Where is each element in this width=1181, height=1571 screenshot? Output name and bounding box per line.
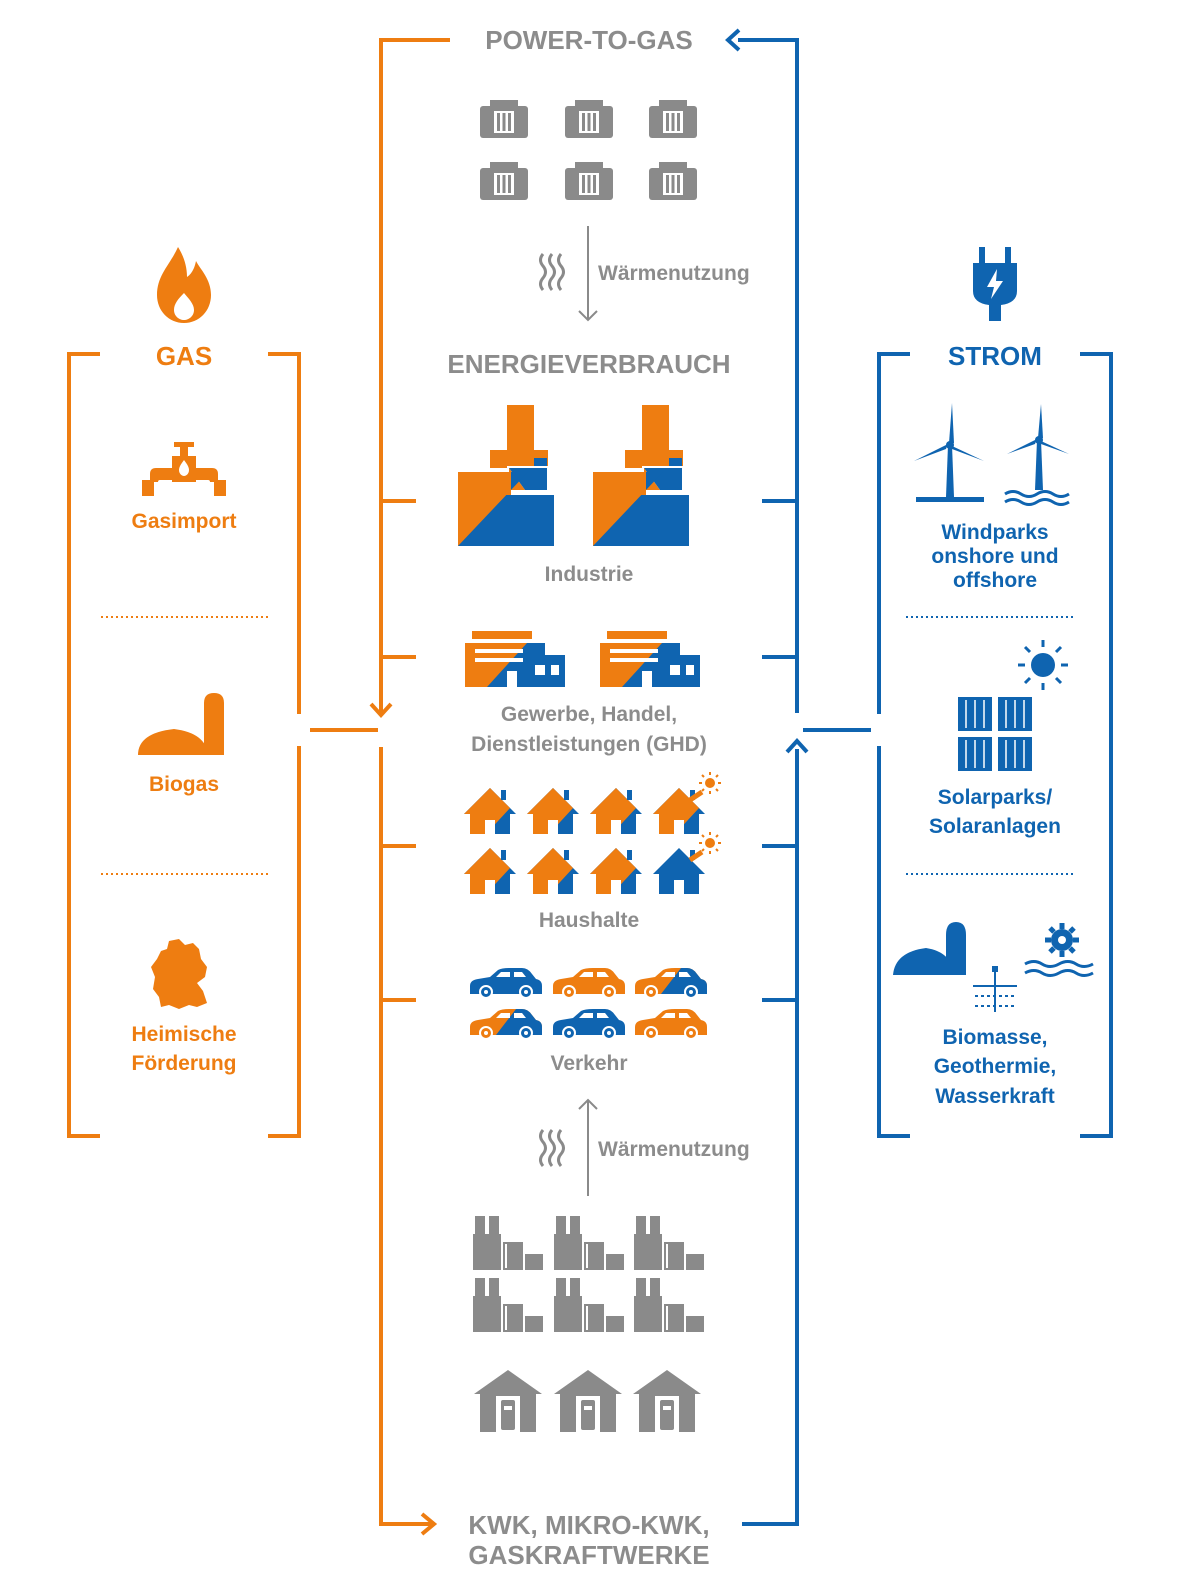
solarparks-label-line2: Solaranlagen <box>929 815 1061 838</box>
germany-map-icon <box>151 939 207 1009</box>
consumption-title: ENERGIEVERBRAUCH <box>447 349 730 379</box>
verkehr-label: Verkehr <box>550 1052 627 1075</box>
biogas-plant-icon <box>138 693 224 755</box>
gas-flow-lines <box>310 38 450 1536</box>
biomasse-label-line2: Geothermie, <box>934 1055 1057 1078</box>
heat-waves-icon <box>539 252 565 292</box>
ghd-label-line2: Dienstleistungen (GHD) <box>471 733 707 756</box>
renewables-icon <box>893 922 1094 1012</box>
kwk-title-line2: GASKRAFTWERKE <box>468 1540 709 1570</box>
car-icon <box>470 968 707 1039</box>
sun-icon <box>1018 640 1068 690</box>
power-plant-icons <box>473 1216 704 1332</box>
solar-panel-icon <box>958 640 1068 771</box>
windparks-label-line3: offshore <box>953 569 1037 592</box>
biomasse-label-line1: Biomasse, <box>942 1026 1047 1049</box>
heimische-label-line1: Heimische <box>131 1023 236 1046</box>
industrie-label: Industrie <box>545 563 634 586</box>
gas-title: GAS <box>156 341 212 371</box>
strom-bracket <box>877 352 1113 1138</box>
windparks-label-line1: Windparks <box>941 521 1048 544</box>
solarparks-label-line1: Solarparks/ <box>938 786 1053 809</box>
heat-use-top-label: Wärmenutzung <box>598 262 750 285</box>
windparks-label-line2: onshore und <box>931 545 1058 568</box>
flame-icon <box>157 247 211 323</box>
wind-turbine-icon <box>914 403 1070 506</box>
pipeline-icon <box>142 442 226 496</box>
heat-arrow-down <box>578 226 598 322</box>
micro-kwk-icons <box>474 1370 701 1432</box>
electrolyzer-icons <box>480 100 697 200</box>
heat-use-bottom-label: Wärmenutzung <box>598 1138 750 1161</box>
kwk-title-line1: KWK, MIKRO-KWK, <box>468 1510 709 1540</box>
strom-flow-lines <box>725 28 871 1526</box>
power-to-gas-title: POWER-TO-GAS <box>485 25 693 55</box>
heat-arrow-up <box>578 1098 598 1196</box>
gas-bracket <box>67 352 301 1138</box>
heimische-label-line2: Förderung <box>132 1052 237 1075</box>
biogas-label: Biogas <box>149 773 219 796</box>
office-building-icon <box>465 631 700 687</box>
heat-waves-icon <box>539 1128 565 1168</box>
haushalte-label: Haushalte <box>539 909 639 932</box>
biomasse-label-line3: Wasserkraft <box>935 1085 1054 1108</box>
geothermal-icon <box>973 966 1017 1012</box>
power-plug-icon <box>973 247 1017 321</box>
factory-icon <box>458 405 689 546</box>
strom-title: STROM <box>948 341 1042 371</box>
gasimport-label: Gasimport <box>131 510 236 533</box>
ghd-label-line1: Gewerbe, Handel, <box>501 703 677 726</box>
house-icon <box>464 771 722 894</box>
water-wheel-icon <box>1045 923 1079 957</box>
